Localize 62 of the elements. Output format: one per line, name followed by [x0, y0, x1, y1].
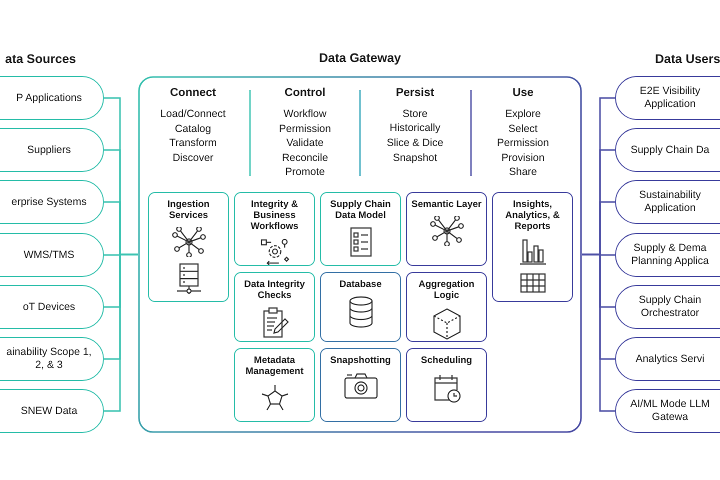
pill-label: oT Devices: [22, 300, 76, 314]
component-card: [234, 192, 315, 266]
component-card: [234, 348, 315, 422]
capability-item: Share: [508, 165, 538, 179]
capability-item: Workflow: [282, 107, 328, 121]
component-card: [406, 348, 487, 422]
pill-label: E2E Visibility Application: [638, 85, 702, 111]
card-title: Insights, Analytics, & Reports: [504, 199, 561, 232]
capability-item: Slice & Dice: [386, 136, 444, 150]
card-title: Integrity & Business Workflows: [250, 199, 300, 232]
pill-label: AI/ML Mode LLM Gatewa: [629, 398, 711, 424]
pill-label: Analytics Servi: [636, 352, 704, 366]
section-heading: Data Users: [655, 52, 720, 66]
section-heading: ata Sources: [4, 52, 76, 66]
capability-item: Permission: [496, 136, 550, 150]
capability-item: Load/Connect: [160, 107, 226, 121]
card-title: Data Integrity Checks: [243, 279, 306, 301]
component-card: [492, 192, 573, 302]
column-heading: Persist: [394, 87, 436, 99]
capability-item: Provision: [500, 150, 546, 164]
component-card: [320, 348, 401, 422]
component-card: [234, 272, 315, 342]
capability-item: Validate: [285, 136, 325, 150]
pill-label: Supply & Dema Planning Applica: [630, 242, 710, 268]
component-card: [320, 272, 401, 342]
capability-item: Store Historically: [388, 107, 442, 135]
pill-label: P Applications: [16, 92, 82, 104]
pill-label: Sustainability Application: [638, 189, 702, 215]
card-title: Supply Chain Data Model: [329, 199, 392, 221]
column-heading: Connect: [169, 87, 217, 99]
capability-item: Select: [507, 122, 539, 136]
capability-item: Promote: [284, 165, 326, 179]
capability-item: Reconcile: [280, 150, 330, 164]
component-card: [148, 192, 229, 302]
pill-label: Suppliers: [27, 144, 71, 156]
card-title: Semantic Layer: [411, 199, 482, 210]
pill-label: Supply Chain Da: [630, 144, 710, 156]
card-title: Aggregation Logic: [418, 279, 476, 301]
pill-label: ainability Scope 1, 2, & 3: [6, 346, 92, 372]
card-title: Scheduling: [420, 355, 472, 366]
component-card: [406, 272, 487, 342]
connector-line: [582, 254, 615, 412]
pill-label: WMS/TMS: [24, 248, 74, 262]
column-heading: Control: [284, 87, 326, 99]
capability-item: Transform: [168, 136, 218, 150]
component-card: [406, 192, 487, 266]
connector-line: [104, 254, 138, 412]
capability-item: Snapshot: [392, 150, 438, 164]
component-card: [320, 192, 401, 266]
capability-item: Permission: [278, 122, 332, 136]
capability-item: Explore: [504, 107, 542, 121]
pill-label: SNEW Data: [20, 404, 78, 418]
panel-heading: Data Gateway: [318, 51, 402, 65]
capability-item: Catalog: [174, 122, 212, 136]
pill-label: erprise Systems: [11, 196, 87, 208]
capability-item: Discover: [172, 150, 214, 164]
card-title: Ingestion Services: [166, 199, 211, 221]
card-title: Database: [339, 279, 382, 290]
card-title: Metadata Management: [244, 355, 305, 377]
column-heading: Use: [511, 87, 535, 99]
pill-label: Supply Chain Orchestrator: [638, 294, 702, 320]
card-title: Snapshotting: [330, 355, 391, 366]
